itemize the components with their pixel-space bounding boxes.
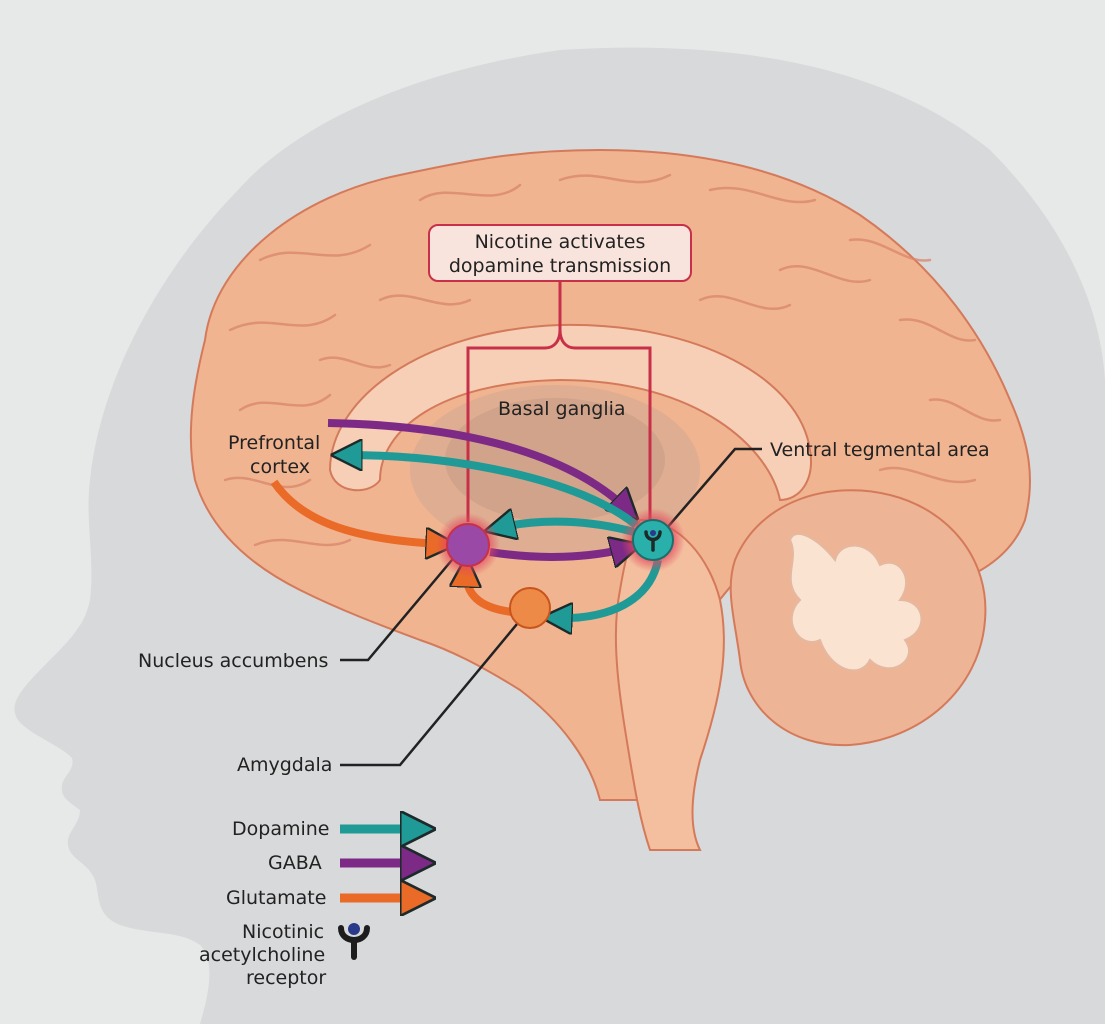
- corpus-callosum: [328, 323, 812, 502]
- arrow-dopamine-vta-to-amygdala: [555, 559, 662, 618]
- leader-vta: [659, 447, 762, 537]
- label-ventral-tegmental-area: Ventral tegmental area: [770, 439, 990, 461]
- callout-line-2: dopamine transmission: [448, 255, 672, 277]
- legend-glutamate-label: Glutamate: [226, 887, 327, 909]
- leader-amygdala: [340, 611, 528, 767]
- leader-lines: [340, 447, 762, 767]
- vta-receptor-icon: [644, 530, 662, 552]
- legend-gaba-label: GABA: [268, 852, 322, 874]
- legend-dopamine-label: Dopamine: [232, 818, 330, 840]
- amygdala-node: [509, 587, 551, 629]
- callout-connector: [466, 282, 652, 522]
- legend-receptor-line2: acetylcholine: [199, 944, 326, 966]
- label-nucleus-accumbens: Nucleus accumbens: [138, 650, 329, 672]
- arrow-dopamine-vta-to-nacc: [498, 522, 636, 532]
- leader-nucleus-accumbens: [340, 547, 463, 662]
- legend-receptor-line3: receptor: [246, 967, 327, 989]
- legend-receptor-icon: [338, 923, 370, 960]
- nucleus-accumbens-node: [446, 523, 490, 567]
- label-basal-ganglia: Basal ganglia: [498, 398, 626, 420]
- label-prefrontal-line2: cortex: [250, 456, 310, 478]
- arrow-glutamate-pfc-to-nacc: [270, 479, 443, 544]
- brain-gyri: [223, 173, 1002, 547]
- callout-line-1: Nicotine activates: [474, 231, 646, 253]
- label-amygdala: Amygdala: [237, 754, 333, 776]
- legend-receptor-line1: Nicotinic: [242, 921, 325, 943]
- arrow-gaba-pfc-to-vta: [327, 419, 628, 510]
- callout-box: Nicotine activates dopamine transmission: [428, 224, 692, 282]
- cerebellum-arbor: [788, 533, 923, 672]
- arrow-gaba-nacc-to-vta: [489, 548, 628, 557]
- arrow-dopamine-vta-to-pfc: [345, 455, 639, 529]
- label-prefrontal-line1: Prefrontal: [228, 432, 321, 454]
